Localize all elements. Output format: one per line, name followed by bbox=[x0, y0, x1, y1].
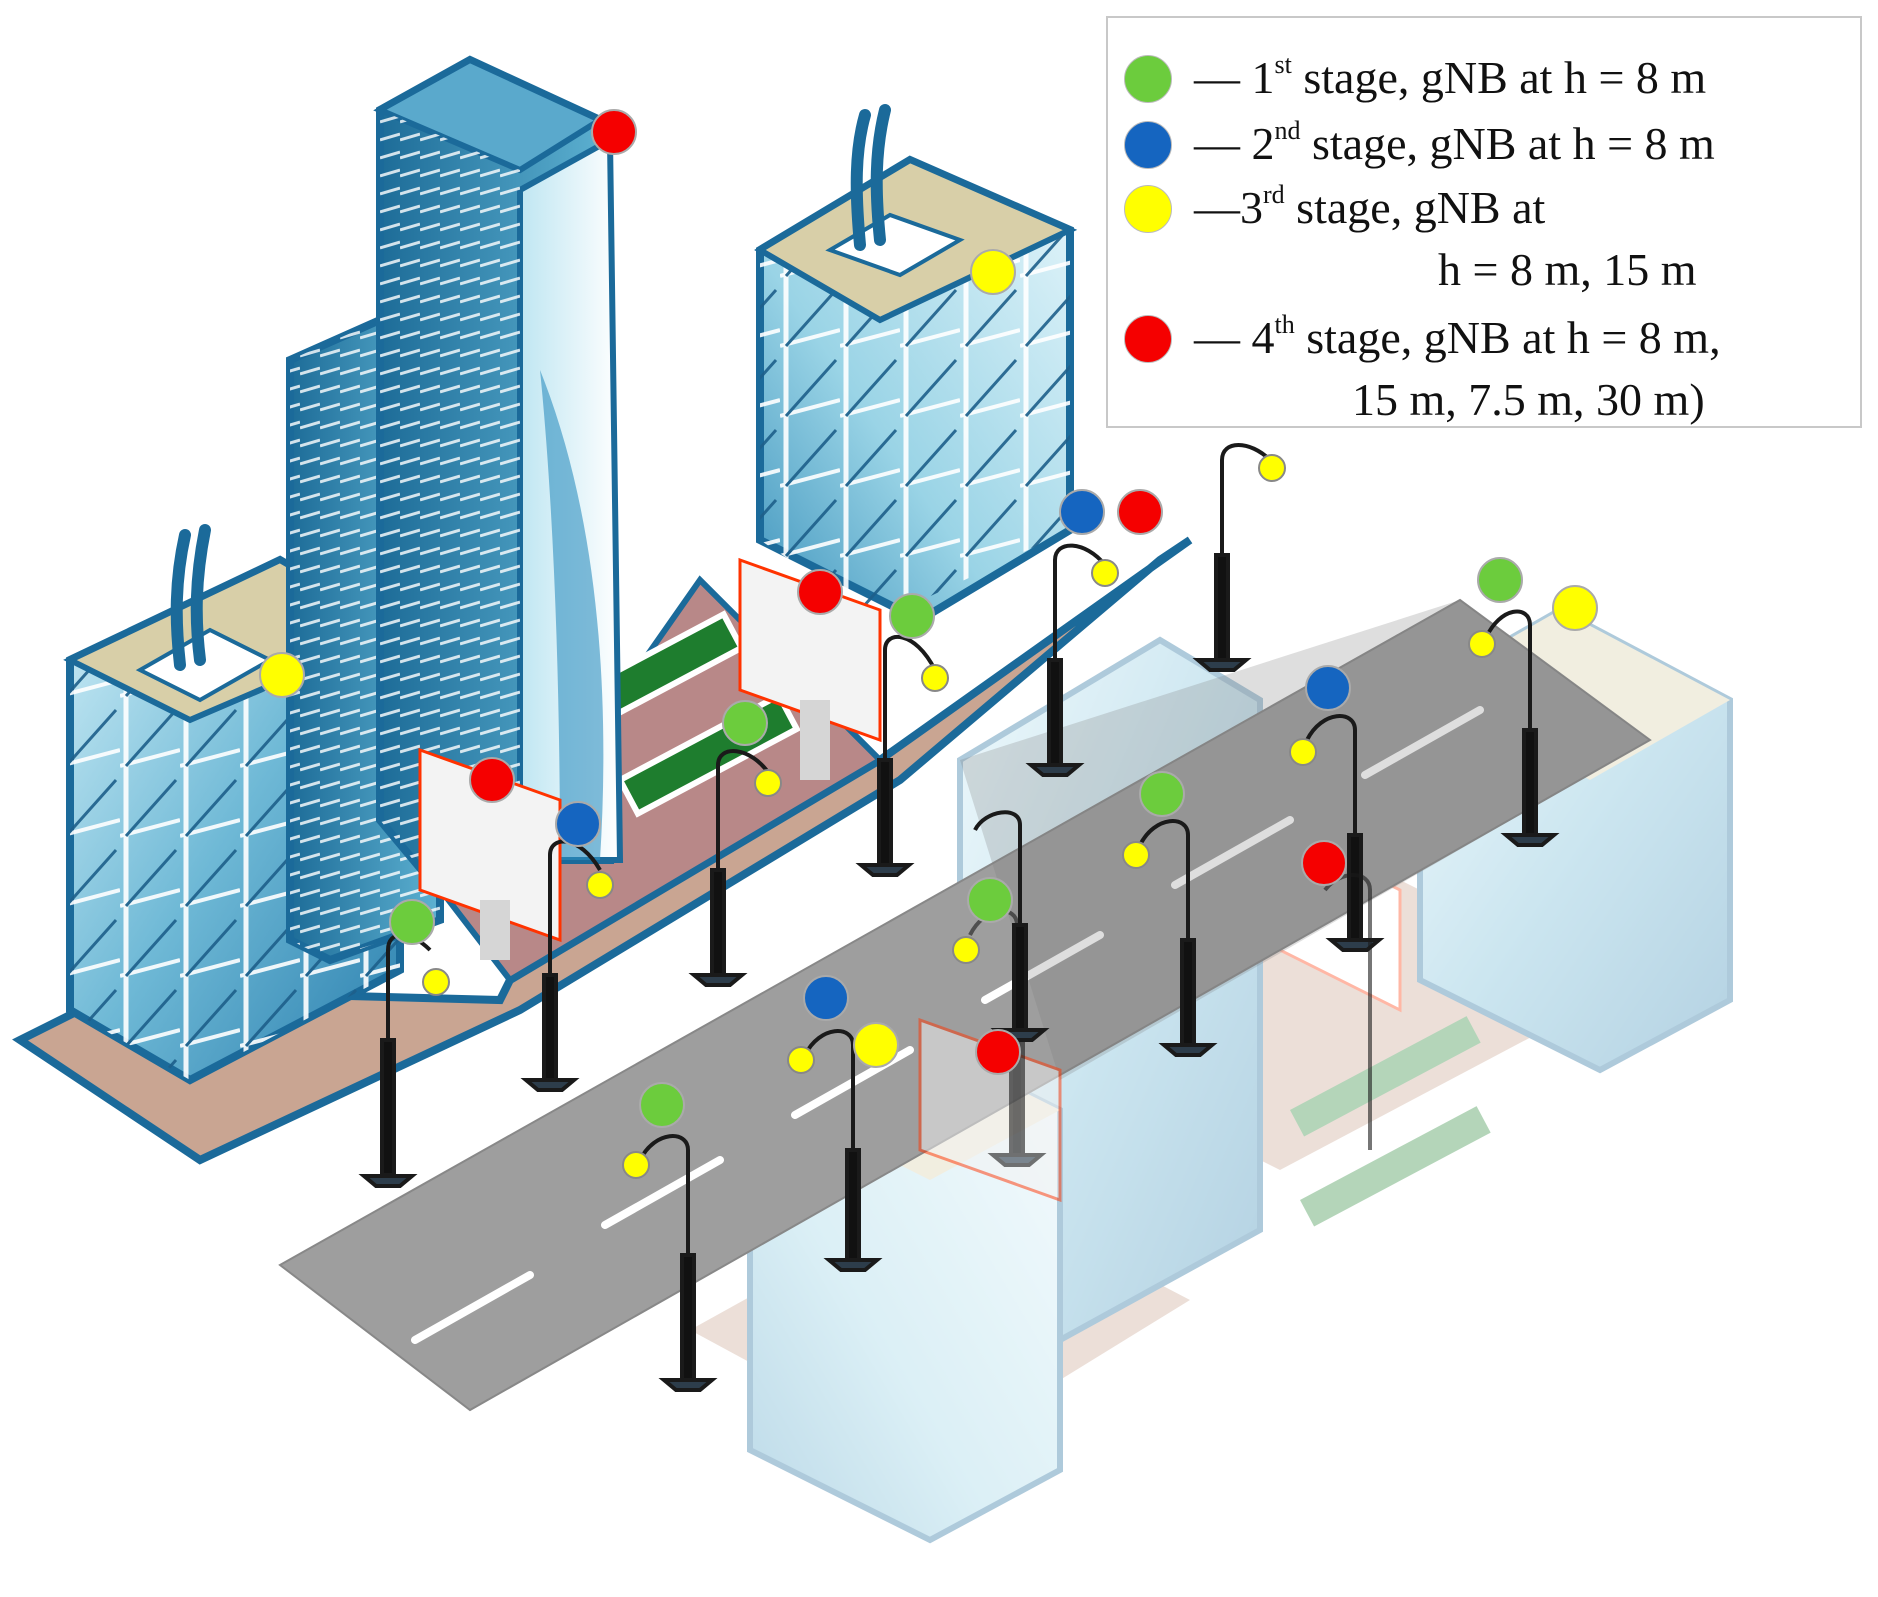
gnb-marker-stage1 bbox=[639, 1082, 685, 1128]
green-dot-icon bbox=[1124, 55, 1172, 103]
legend-label-continuation: h = 8 m, 15 m bbox=[1438, 244, 1697, 295]
lamp-12 bbox=[1483, 609, 1560, 847]
gnb-marker-stage3 bbox=[259, 652, 305, 698]
gnb-marker-stage3 bbox=[970, 249, 1016, 295]
yellow-lamp-heads bbox=[422, 454, 1496, 1179]
gnb-marker-stage4 bbox=[1301, 840, 1347, 886]
street-lamps bbox=[358, 443, 1560, 1392]
blue-dot-icon bbox=[1124, 121, 1172, 169]
gnb-marker-stage1 bbox=[889, 593, 935, 639]
lamp-4 bbox=[855, 634, 937, 877]
legend-item-stage2: — 2nd stage, gNB at h = 8 m bbox=[1108, 114, 1860, 174]
gnb-marker-stage1 bbox=[722, 700, 768, 746]
gnb-marker-stage4 bbox=[975, 1029, 1021, 1075]
lamp-10 bbox=[1138, 819, 1218, 1057]
road bbox=[278, 598, 1652, 1412]
gnb-marker-stage1 bbox=[967, 877, 1013, 923]
gnb-marker-stage4 bbox=[469, 757, 515, 803]
gnb-marker-stage1 bbox=[1139, 771, 1185, 817]
gnb-marker-stage2 bbox=[1059, 489, 1105, 535]
lamp-7 bbox=[638, 1134, 718, 1392]
legend: — 1st stage, gNB at h = 8 m — 2nd stage,… bbox=[1106, 16, 1862, 428]
lamp-11 bbox=[1305, 714, 1385, 952]
legend-label: — 2nd stage, gNB at h = 8 m bbox=[1194, 116, 1715, 170]
gnb-marker-stage2 bbox=[555, 801, 601, 847]
legend-item-stage3: —3rd stage, gNB at bbox=[1108, 178, 1860, 238]
gnb-marker-stage1 bbox=[1477, 557, 1523, 603]
tall-tower bbox=[286, 55, 624, 965]
road-shadow-overlay bbox=[960, 600, 1650, 1080]
gnb-marker-stage3 bbox=[853, 1022, 899, 1068]
gnb-marker-stage1 bbox=[389, 899, 435, 945]
gnb-marker-stage2 bbox=[1305, 665, 1351, 711]
lamp-8 bbox=[803, 1029, 883, 1272]
legend-item-stage4: — 4th stage, gNB at h = 8 m, bbox=[1108, 308, 1860, 368]
legend-label: — 4th stage, gNB at h = 8 m, bbox=[1194, 310, 1721, 364]
legend-label: — 1st stage, gNB at h = 8 m bbox=[1194, 50, 1707, 104]
lamp-3 bbox=[688, 749, 772, 987]
legend-label-continuation: 15 m, 7.5 m, 30 m) bbox=[1352, 374, 1705, 425]
right-building bbox=[754, 104, 1078, 625]
lamp-6 bbox=[1192, 443, 1272, 672]
yellow-dot-icon bbox=[1124, 185, 1172, 233]
gnb-marker-stage4 bbox=[797, 569, 843, 615]
lamp-5 bbox=[1025, 543, 1107, 777]
legend-label: —3rd stage, gNB at bbox=[1194, 180, 1546, 234]
gnb-marker-stage2 bbox=[803, 975, 849, 1021]
red-dot-icon bbox=[1124, 315, 1172, 363]
gnb-marker-stage4 bbox=[1117, 489, 1163, 535]
gnb-marker-stage3 bbox=[1552, 585, 1598, 631]
gnb-marker-stage4 bbox=[591, 109, 637, 155]
legend-item-stage1: — 1st stage, gNB at h = 8 m bbox=[1108, 48, 1860, 108]
